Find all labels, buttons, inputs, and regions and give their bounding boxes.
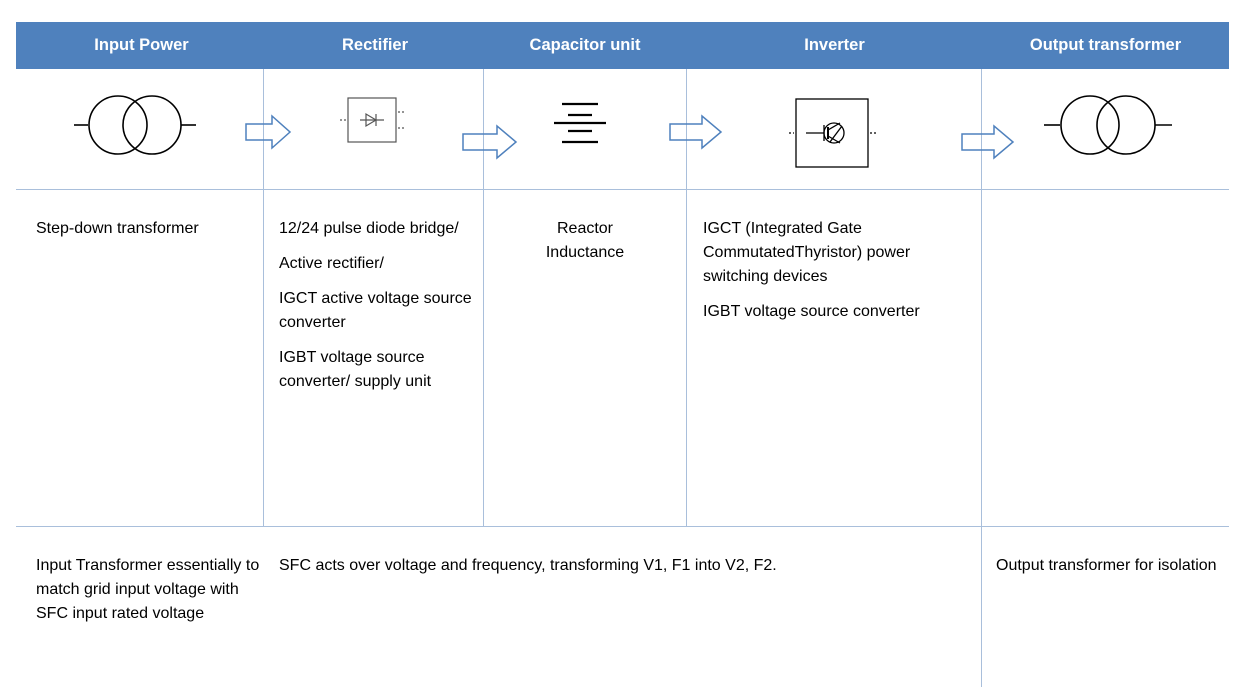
flow-arrow-icon [462,124,518,160]
sfc-note: SFC acts over voltage and frequency, tra… [279,557,777,574]
inverter-symbol-icon [789,98,876,168]
header-output-transformer: Output transformer [1029,36,1182,54]
table-header: Input Power Rectifier Capacitor unit Inv… [16,22,1229,69]
output-transformer-symbol-icon [1044,95,1172,155]
header-rectifier: Rectifier [341,36,409,54]
column-divider [686,69,687,526]
capacitor-description: Reactor Inductance [484,217,686,265]
capacitor-line: Reactor [556,220,614,237]
header-input-power: Input Power [94,36,189,54]
output-transformer-note: Output transformer for isolation [996,557,1217,574]
rectifier-option: 12/24 pulse diode bridge/ [279,220,459,237]
column-divider [483,69,484,526]
flow-arrow-icon [245,114,292,150]
input-transformer-note: Input Transformer essentially to match g… [36,557,260,622]
header-inverter: Inverter [804,36,865,54]
inverter-option: IGBT voltage source converter [703,303,920,320]
flow-arrow-icon [961,124,1015,160]
rectifier-option: Active rectifier/ [279,255,384,272]
input-power-description: Step-down transformer [36,220,199,237]
rectifier-description: 12/24 pulse diode bridge/ Active rectifi… [279,217,475,405]
inverter-option: IGCT (Integrated Gate CommutatedThyristo… [703,220,911,285]
column-divider [981,69,982,687]
inverter-description: IGCT (Integrated Gate CommutatedThyristo… [703,217,968,335]
input-transformer-symbol-icon [74,95,196,155]
row-divider [16,189,1229,190]
flow-arrow-icon [669,114,723,150]
rectifier-option: IGCT active voltage source converter [279,290,472,331]
header-capacitor-unit: Capacitor unit [529,36,641,54]
capacitor-line: Inductance [545,244,625,261]
column-divider [263,69,264,526]
rectifier-symbol-icon [340,97,404,143]
capacitor-symbol-icon [554,102,606,144]
rectifier-option: IGBT voltage source converter/ supply un… [279,349,432,390]
row-divider [16,526,1229,527]
